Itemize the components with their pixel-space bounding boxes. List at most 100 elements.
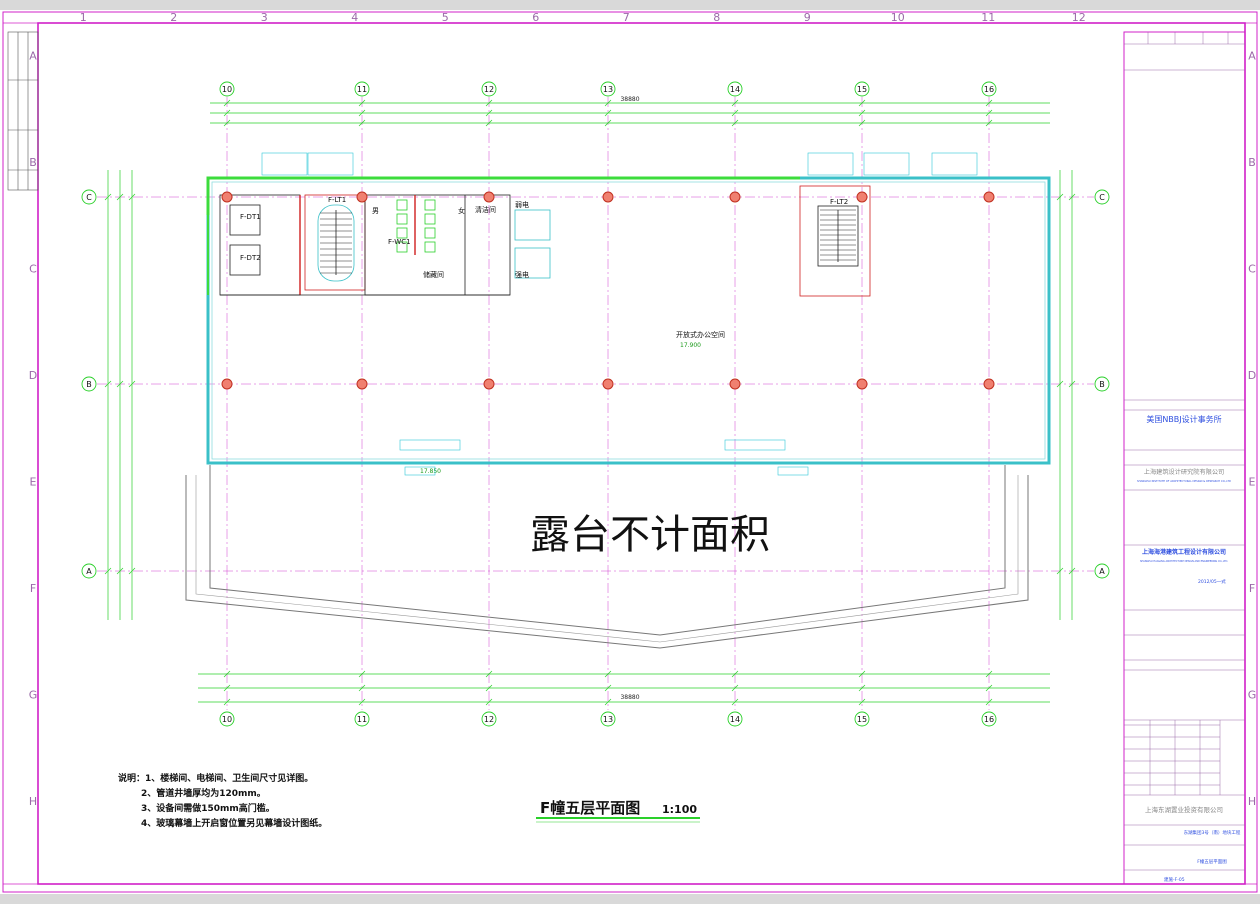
tb-sheet-name: F幢五层平面图	[1197, 858, 1227, 865]
cyan-note-box-5	[399, 439, 461, 451]
dim-tick-v-4-0	[1068, 193, 1076, 201]
room-label-elec1: 弱电	[515, 200, 529, 209]
level-office: 17.900	[680, 342, 701, 349]
dim-tick-h-2-2	[485, 119, 493, 127]
wc-stall-right-3	[424, 241, 436, 253]
dim-tick-h-4-1	[358, 684, 366, 692]
axis-bubble-left-B	[81, 376, 97, 392]
column-B-14	[729, 378, 741, 390]
column-C-12	[483, 191, 495, 203]
frame-row-right-E: E	[1249, 475, 1256, 488]
room-label-elec2: 强电	[515, 270, 529, 279]
axis-label-left-A: A	[86, 567, 92, 576]
frame-col-top-12: 12	[1072, 11, 1086, 24]
tb-sheet-no: 建施-F-05	[1164, 876, 1185, 883]
cyan-note-box-7	[404, 466, 436, 476]
building-outline	[206, 176, 1051, 465]
room-label-male: 男	[372, 207, 379, 215]
column-C-13	[602, 191, 614, 203]
shaft-lower	[514, 247, 551, 279]
column-B-12	[483, 378, 495, 390]
terrace-outline-outer	[185, 475, 1029, 649]
dim-tick-v-0-0	[104, 193, 112, 201]
frame-row-right-A: A	[1248, 49, 1256, 62]
frame-row-left-E: E	[30, 475, 37, 488]
binding-strip	[7, 31, 39, 191]
frame-row-right-H: H	[1248, 795, 1256, 808]
column-C-11	[356, 191, 368, 203]
dim-tick-h-3-1	[358, 670, 366, 678]
dim-tick-v-2-1	[128, 380, 136, 388]
frame-row-right-B: B	[1248, 156, 1256, 169]
room-label-dt1: F-DT1	[240, 213, 261, 221]
dim-tick-h-2-6	[985, 119, 993, 127]
frame-col-top-5: 5	[442, 11, 449, 24]
axis-bubble-bottom-10	[219, 711, 235, 727]
dim-tick-h-5-1	[358, 698, 366, 706]
axis-label-right-C: C	[1099, 193, 1105, 202]
room-label-clean: 清洁间	[475, 205, 496, 214]
dim-tick-h-2-5	[858, 119, 866, 127]
frame-col-bottom-3: 3	[261, 892, 268, 894]
dim-tick-v-4-2	[1068, 567, 1076, 575]
dim-tick-h-2-4	[731, 119, 739, 127]
dim-tick-h-2-3	[604, 119, 612, 127]
axis-label-top-13: 13	[603, 85, 613, 94]
column-C-15	[856, 191, 868, 203]
room-label-lt1: F-LT1	[328, 196, 346, 204]
column-B-15	[856, 378, 868, 390]
dim-tick-h-5-5	[858, 698, 866, 706]
frame-row-right-D: D	[1248, 369, 1256, 382]
axis-label-right-A: A	[1099, 567, 1105, 576]
frame-col-bottom-11: 11	[981, 892, 995, 894]
frame-col-top-8: 8	[713, 11, 720, 24]
frame-col-bottom-9: 9	[804, 892, 811, 894]
note-4: 4、玻璃幕墙上开启窗位置另见幕墙设计图纸。	[141, 817, 327, 829]
frame-col-bottom-7: 7	[623, 892, 630, 894]
dim-tick-h-5-2	[485, 698, 493, 706]
frame-col-top-3: 3	[261, 11, 268, 24]
note-1: 说明：1、楼梯间、电梯间、卫生间尺寸见详图。	[118, 772, 313, 784]
axis-bubble-top-14	[727, 81, 743, 97]
tb-partner-en: SHANGHAI INSTITUTE OF ARCHITECTURAL DESI…	[1137, 479, 1231, 483]
shaft-upper	[514, 209, 551, 241]
axis-bubble-bottom-14	[727, 711, 743, 727]
axis-bubble-top-10	[219, 81, 235, 97]
column-B-10	[221, 378, 233, 390]
room-label-lt2: F-LT2	[830, 198, 848, 206]
column-C-10	[221, 191, 233, 203]
dim-tick-v-3-1	[1056, 380, 1064, 388]
tb-partner: 上海建筑设计研究院有限公司	[1144, 468, 1224, 476]
cyan-note-box-0	[261, 152, 308, 176]
dim-tick-h-0-1	[358, 99, 366, 107]
structural-columns	[221, 191, 995, 390]
terrace-outline	[209, 465, 1006, 636]
dim-tick-h-5-6	[985, 698, 993, 706]
room-label-dt2: F-DT2	[240, 254, 261, 262]
dim-tick-v-4-1	[1068, 380, 1076, 388]
axis-bubble-right-B	[1094, 376, 1110, 392]
frame-col-bottom-10: 10	[891, 892, 905, 894]
axis-label-bottom-12: 12	[484, 715, 494, 724]
column-B-11	[356, 378, 368, 390]
dim-tick-h-4-3	[604, 684, 612, 692]
dim-tick-h-1-4	[731, 109, 739, 117]
dim-tick-h-5-3	[604, 698, 612, 706]
floor-plan-drawing: 112233445566778899101011111212 AABBCCDDE…	[2, 11, 1258, 894]
dim-tick-v-3-2	[1056, 567, 1064, 575]
dim-tick-h-0-5	[858, 99, 866, 107]
axis-label-bottom-13: 13	[603, 715, 613, 724]
drawing-sheet: 112233445566778899101011111212 AABBCCDDE…	[0, 10, 1260, 894]
wc-stall-left-0	[396, 199, 408, 211]
room-label-equip: 储藏间	[423, 270, 444, 279]
column-B-13	[602, 378, 614, 390]
cyan-note-box-8	[777, 466, 809, 476]
frame-column-labels: 112233445566778899101011111212	[80, 11, 1086, 894]
tb-client: 上海东湖置业投资有限公司	[1145, 805, 1223, 814]
column-B-16	[983, 378, 995, 390]
frame-row-left-H: H	[29, 795, 37, 808]
drawing-scale: 1:100	[662, 803, 697, 816]
cyan-annotations	[261, 152, 978, 476]
dim-tick-h-4-4	[731, 684, 739, 692]
title-block: 美国NBBJ设计事务所 上海建筑设计研究院有限公司 SHANGHAI INSTI…	[1123, 31, 1246, 885]
